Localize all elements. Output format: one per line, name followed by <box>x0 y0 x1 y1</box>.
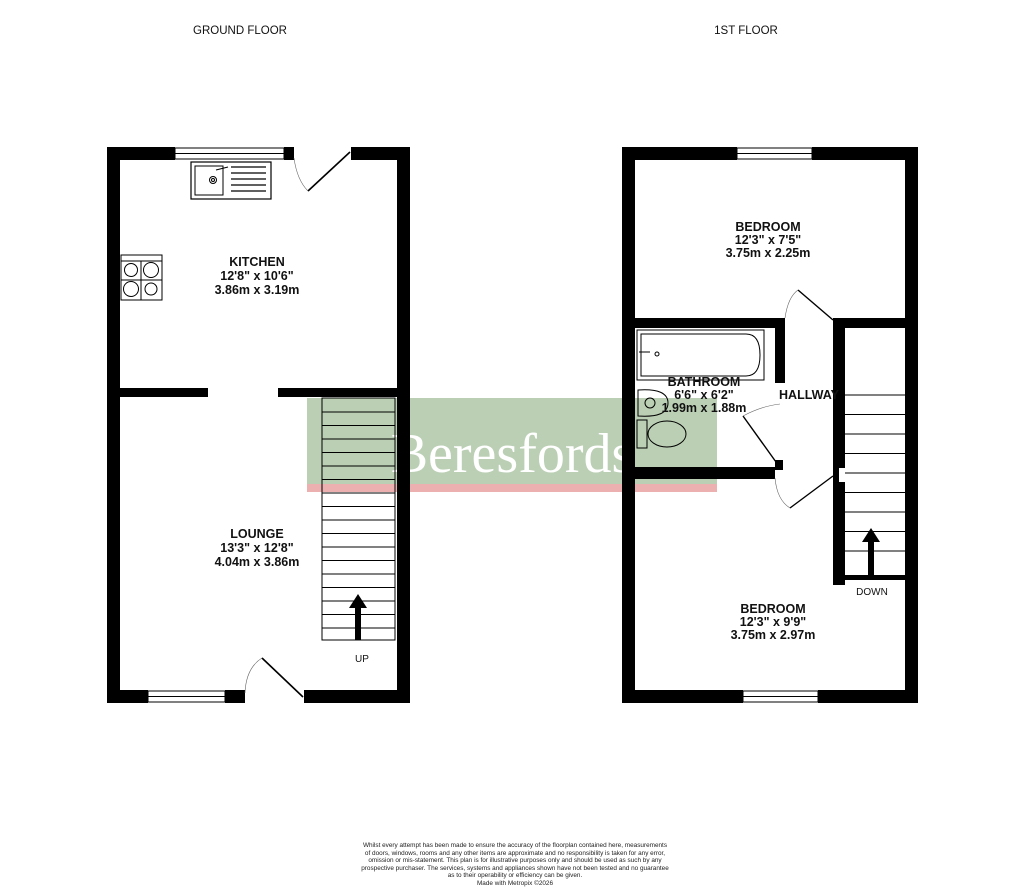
wall <box>833 466 839 482</box>
ground-floor-title: GROUND FLOOR <box>193 25 287 37</box>
disclaimer-line: as to their operability or efficiency ca… <box>447 872 583 880</box>
wall <box>351 147 410 160</box>
ground-floor-plan <box>107 147 410 703</box>
window <box>174 147 285 160</box>
room-bathroom: BATHROOM 6'6" x 6'2" 1.99m x 1.88m <box>662 375 747 415</box>
disclaimer-line: Whilst every attempt has been made to en… <box>362 842 668 849</box>
hob <box>120 254 163 301</box>
room-size-imperial: 12'3" x 9'9" <box>740 615 807 629</box>
wall <box>833 318 918 328</box>
room-size-metric: 4.04m x 3.86m <box>215 555 300 569</box>
room-name: BEDROOM <box>740 602 805 616</box>
wall <box>775 318 785 383</box>
wall <box>622 147 737 160</box>
bath <box>636 329 765 381</box>
wall <box>225 690 245 703</box>
sink <box>190 161 272 200</box>
wall <box>397 147 410 703</box>
door <box>784 289 834 321</box>
door <box>293 151 351 192</box>
room-size-metric: 1.99m x 1.88m <box>662 401 747 415</box>
disclaimer-line: Made with Metropix ©2026 <box>476 879 554 887</box>
wall <box>622 147 635 703</box>
room-size-metric: 3.75m x 2.97m <box>731 628 816 642</box>
room-kitchen: KITCHEN 12'8" x 10'6" 3.86m x 3.19m <box>215 255 300 297</box>
wall <box>107 690 148 703</box>
first-floor-plan <box>622 147 918 703</box>
wall <box>622 690 743 703</box>
wall <box>635 467 775 479</box>
stairs-up-label: UP <box>355 654 369 665</box>
wall <box>120 388 208 397</box>
door <box>742 403 781 463</box>
up-arrow-icon <box>349 594 367 640</box>
room-size-imperial: 12'8" x 10'6" <box>220 269 293 283</box>
disclaimer-line: omission or mis-statement. This plan is … <box>368 857 662 865</box>
room-bedroom-2: BEDROOM 12'3" x 9'9" 3.75m x 2.97m <box>731 602 816 642</box>
wall <box>278 388 398 397</box>
window <box>736 147 813 160</box>
disclaimer-line: of doors, windows, rooms and any other i… <box>364 849 666 857</box>
wall <box>840 575 905 580</box>
wall <box>775 460 783 470</box>
wall <box>833 318 845 468</box>
window <box>742 690 819 703</box>
wall <box>812 147 918 160</box>
room-name: BEDROOM <box>735 220 800 234</box>
room-name: BATHROOM <box>668 375 741 389</box>
disclaimer-line: prospective purchaser. The services, sys… <box>361 864 669 872</box>
wall <box>833 482 845 585</box>
room-size-imperial: 6'6" x 6'2" <box>674 388 734 402</box>
disclaimer: Whilst every attempt has been made to en… <box>300 842 730 888</box>
room-name: LOUNGE <box>230 527 283 541</box>
stairs-down-label: DOWN <box>856 587 888 598</box>
wall <box>284 147 294 160</box>
stair-treads <box>322 411 395 629</box>
room-name: KITCHEN <box>229 255 285 269</box>
wall <box>107 147 120 703</box>
room-lounge: LOUNGE 13'3" x 12'8" 4.04m x 3.86m <box>215 527 300 569</box>
door <box>774 475 834 509</box>
toilet <box>636 419 687 449</box>
wall <box>818 690 918 703</box>
wall <box>107 147 175 160</box>
room-bedroom-1: BEDROOM 12'3" x 7'5" 3.75m x 2.25m <box>726 220 811 260</box>
stair-treads <box>845 394 905 552</box>
room-hallway: HALLWAY <box>779 388 840 402</box>
room-size-imperial: 13'3" x 12'8" <box>220 541 293 555</box>
wall <box>635 318 785 328</box>
first-floor-title: 1ST FLOOR <box>714 25 778 37</box>
window <box>147 690 226 703</box>
room-size-metric: 3.75m x 2.25m <box>726 246 811 260</box>
room-size-metric: 3.86m x 3.19m <box>215 283 300 297</box>
room-size-imperial: 12'3" x 7'5" <box>735 233 802 247</box>
wall <box>304 690 410 703</box>
watermark-text: Beresfords <box>391 423 634 485</box>
down-arrow-icon <box>862 528 880 575</box>
basin <box>637 389 669 417</box>
wall <box>905 147 918 703</box>
door <box>244 657 304 698</box>
watermark-logo: Beresfords <box>307 398 717 492</box>
